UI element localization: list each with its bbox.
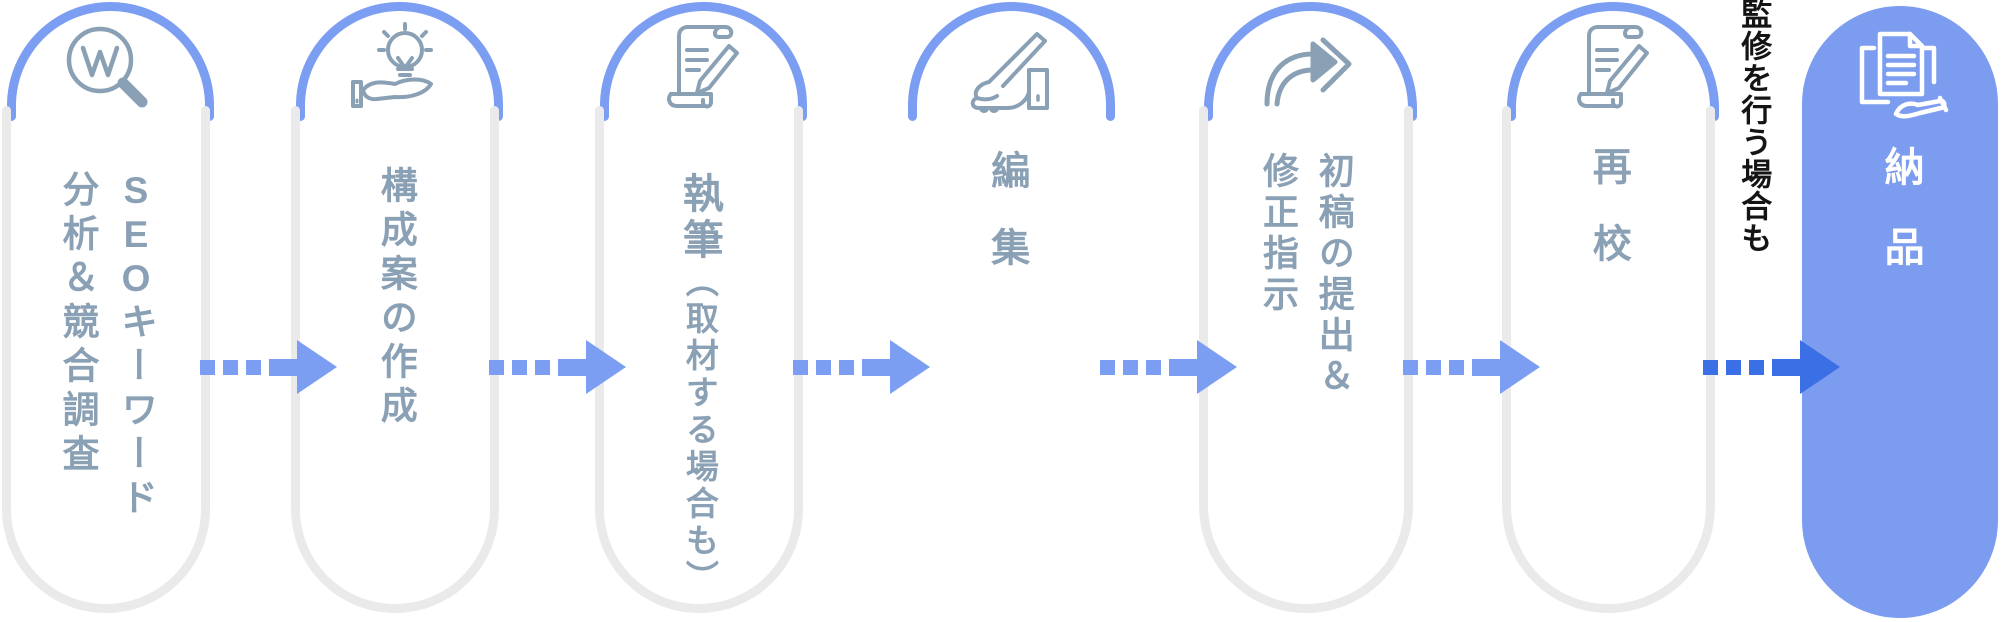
step-label: 初稿の提出＆修正指示 [1258,152,1355,398]
arrow-dash [816,359,831,375]
arrow-head [1500,340,1540,394]
arrow-dash [1146,359,1161,375]
arrow-dash [535,359,550,375]
step-label-main: 執筆 [676,172,723,264]
forward-arrows-icon [1199,20,1413,120]
flow-arrow [793,340,930,394]
arrow-head [586,340,626,394]
arrow-dash [1100,359,1115,375]
arrow-dash [1703,359,1718,375]
step-outline-creation: 構成案の作成 [291,0,503,613]
flow-arrow [1403,340,1540,394]
arrow-shaft [269,358,297,376]
step-seo-keyword-research: SEOキーワード分析＆競合調査 [2,0,214,613]
arrow-dash [246,359,261,375]
step-label: 編集 [985,150,1029,304]
arrow-head [297,340,337,394]
arrow-dash [1726,359,1741,375]
step-label: SEOキーワード分析＆競合調査 [57,170,157,522]
arrow-shaft [862,358,890,376]
arrow-dash [1403,359,1418,375]
step-label: 執筆（取材する場合も） [667,172,732,597]
hand-writing-pen-icon [903,20,1111,124]
arrow-head [1197,340,1237,394]
scroll-pencil-icon [595,20,803,120]
arrow-head [1800,340,1840,394]
arrow-dash [489,359,504,375]
step-label: 納品 [1878,146,1923,306]
supervision-annotation-text: 監修を行う場合も [1736,0,1772,254]
arrow-dash [839,359,854,375]
step-writing: 執筆（取材する場合も） [595,0,807,613]
step-label: 構成案の作成 [375,166,417,430]
arrow-dash [793,359,808,375]
arrow-shaft [1772,358,1800,376]
arrow-dash [223,359,238,375]
flow-arrow [1100,340,1237,394]
flow-arrow-final [1703,340,1840,394]
idea-hand-lightbulb-icon [291,20,499,124]
arrow-dash [1426,359,1441,375]
supervision-annotation: 監修を行う場合も [1722,0,1784,254]
arrow-dash [1449,359,1464,375]
flow-arrow [200,340,337,394]
keyword-search-magnifier-icon [2,20,210,120]
step-editing: 編集 [903,0,1115,613]
document-delivery-hand-icon [1802,26,1998,122]
step-label: 再校 [1587,146,1631,300]
scroll-pencil-icon [1502,20,1715,120]
arrow-dash [1123,359,1138,375]
arrow-shaft [1169,358,1197,376]
flow-arrow [489,340,626,394]
arrow-dash [1749,359,1764,375]
step-label-sub: （取材する場合も） [681,264,719,597]
arrow-dash [200,359,215,375]
step-delivery: 納品 [1802,0,1998,618]
arrow-shaft [1472,358,1500,376]
arrow-dash [512,359,527,375]
step-first-draft-submission: 初稿の提出＆修正指示 [1199,0,1417,613]
step-reproofing: 再校 [1502,0,1719,613]
arrow-head [890,340,930,394]
arrow-shaft [558,358,586,376]
